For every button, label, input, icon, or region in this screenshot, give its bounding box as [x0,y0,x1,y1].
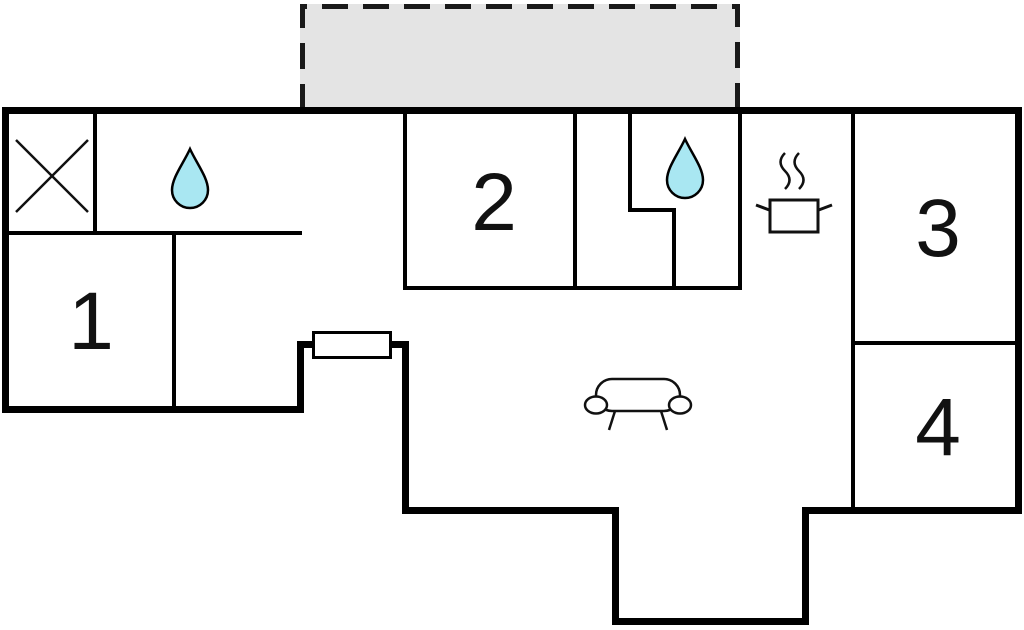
wall-step [297,341,304,413]
room-1-label: 1 [68,276,114,367]
wall-exterior-left [2,107,9,413]
cross-icon [15,139,89,213]
wall-porch-left [612,507,619,625]
sofa-icon [583,377,693,431]
water-drop-icon [170,146,210,210]
wall-room2-bathroom-divider [573,112,577,290]
terrace-area [300,4,740,110]
water-drop-icon [665,136,705,200]
wall-porch-right [802,507,809,625]
terrace-dashed-border [300,4,740,110]
wall-bathroom-inner-horizontal [628,208,676,212]
wall-leftblock-divider [5,231,302,235]
wall-room2-bathroom-bottom [403,286,742,290]
steaming-pot-icon [755,152,833,234]
room-4-label: 4 [915,382,961,473]
wall-leftblock-bottom [2,406,304,413]
wall-living-left [402,341,409,514]
wall-exterior-top [2,107,1022,114]
wall-rooms34-left [851,112,855,509]
wall-bathroom-right [738,112,742,290]
wall-exterior-right [1015,107,1022,514]
wall-exterior-bottom-left [402,507,619,514]
wall-crossroom-right [93,112,97,233]
wall-room1-right [172,233,176,408]
wall-porch-bottom [612,618,809,625]
wall-rooms34-divider [851,341,1015,345]
wall-room2-left [403,112,407,288]
room-3-label: 3 [915,183,961,274]
wall-exterior-bottom-right [802,507,1022,514]
window-icon [312,331,392,359]
room-2-label: 2 [471,157,517,248]
wall-bathroom-inner-vertical-2 [672,208,676,290]
wall-bathroom-inner-vertical [628,112,632,212]
